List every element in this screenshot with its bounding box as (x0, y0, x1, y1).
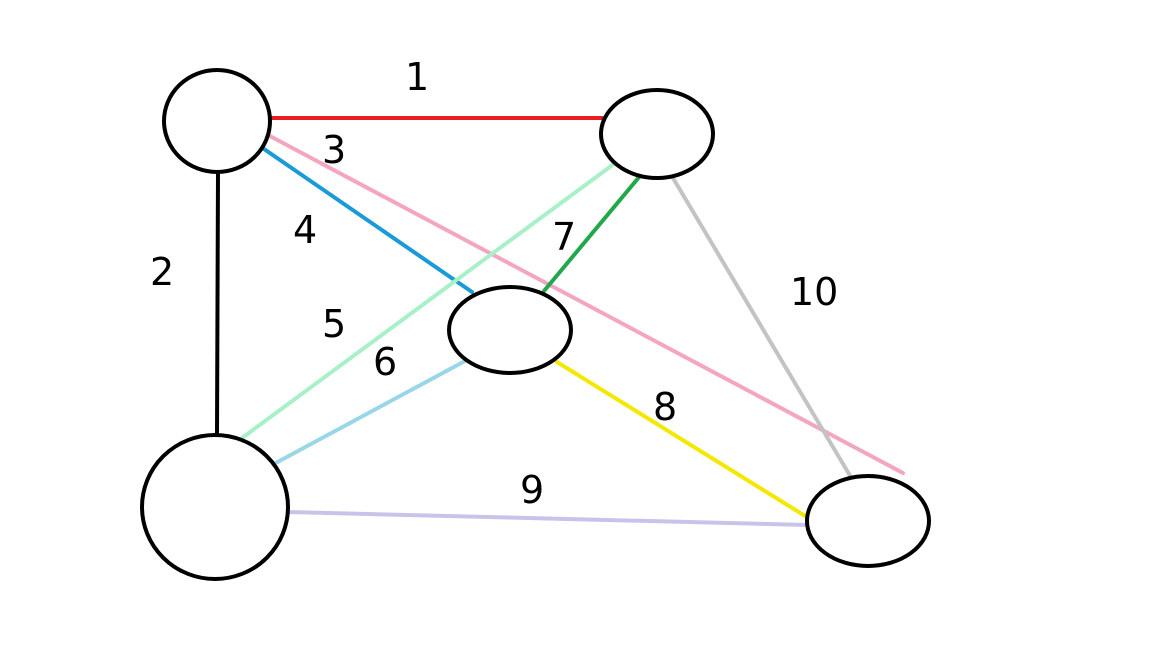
node-top-left (162, 68, 272, 174)
edge-label-7: 7 (552, 215, 576, 259)
edge-label-4: 4 (293, 208, 317, 252)
node-top-right (599, 88, 715, 180)
nodes-layer (140, 68, 931, 581)
edge-label-1: 1 (405, 55, 429, 99)
node-bottom-left (140, 433, 290, 581)
node-center (447, 285, 573, 375)
edge-label-10: 10 (790, 270, 838, 314)
edge-label-3: 3 (322, 128, 346, 172)
edge-label-9: 9 (520, 468, 544, 512)
edge-7 (542, 174, 642, 293)
edge-label-5: 5 (322, 302, 346, 346)
edge-5 (240, 156, 624, 440)
edge-8 (555, 360, 812, 521)
edge-10 (671, 176, 854, 481)
edges-layer (215, 116, 905, 527)
edge-label-6: 6 (373, 340, 397, 384)
edge-label-2: 2 (150, 250, 174, 294)
edge-3 (266, 133, 905, 475)
edge-9 (286, 510, 810, 527)
edge-6 (270, 359, 467, 467)
edge-label-8: 8 (653, 385, 677, 429)
edge-4 (262, 147, 474, 294)
edge-2 (215, 170, 220, 437)
node-bottom-right (805, 474, 931, 568)
